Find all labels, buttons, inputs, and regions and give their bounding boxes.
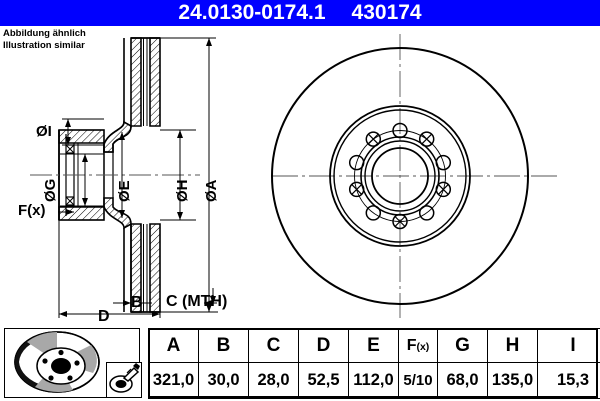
label-dia-e: ØE [116, 180, 133, 202]
label-dia-h: ØH [174, 180, 191, 203]
front-view [272, 34, 560, 318]
table-outer-frame [148, 328, 598, 398]
friction-ring-upper [131, 38, 160, 126]
label-dia-i: ØI [36, 123, 52, 140]
bolt-hole-crossed [436, 182, 450, 196]
label-c-mth: C (MTH) [166, 293, 227, 311]
bolt-hole-crossed [366, 132, 380, 146]
technical-drawing: ØI ØG ØE ØH ØA F(x) B C (MTH) D [0, 26, 600, 322]
bolt-hole-crossed [420, 132, 434, 146]
bottom-panel: A B C D E F(x) G H I 321,0 30,0 28,0 52,… [0, 326, 600, 400]
label-b: B [131, 294, 143, 312]
label-fx: F(x) [18, 202, 46, 219]
part-number: 24.0130-0174.1 [178, 1, 325, 25]
label-d: D [98, 308, 110, 326]
cross-section-view [30, 38, 200, 312]
label-dia-a: ØA [203, 180, 220, 203]
label-dia-g: ØG [42, 179, 59, 202]
header-bar: 24.0130-0174.1 430174 [0, 0, 600, 26]
reference-number: 430174 [352, 1, 422, 25]
torque-wrench-photo-icon [106, 362, 142, 398]
bolt-hole-crossed [350, 182, 364, 196]
